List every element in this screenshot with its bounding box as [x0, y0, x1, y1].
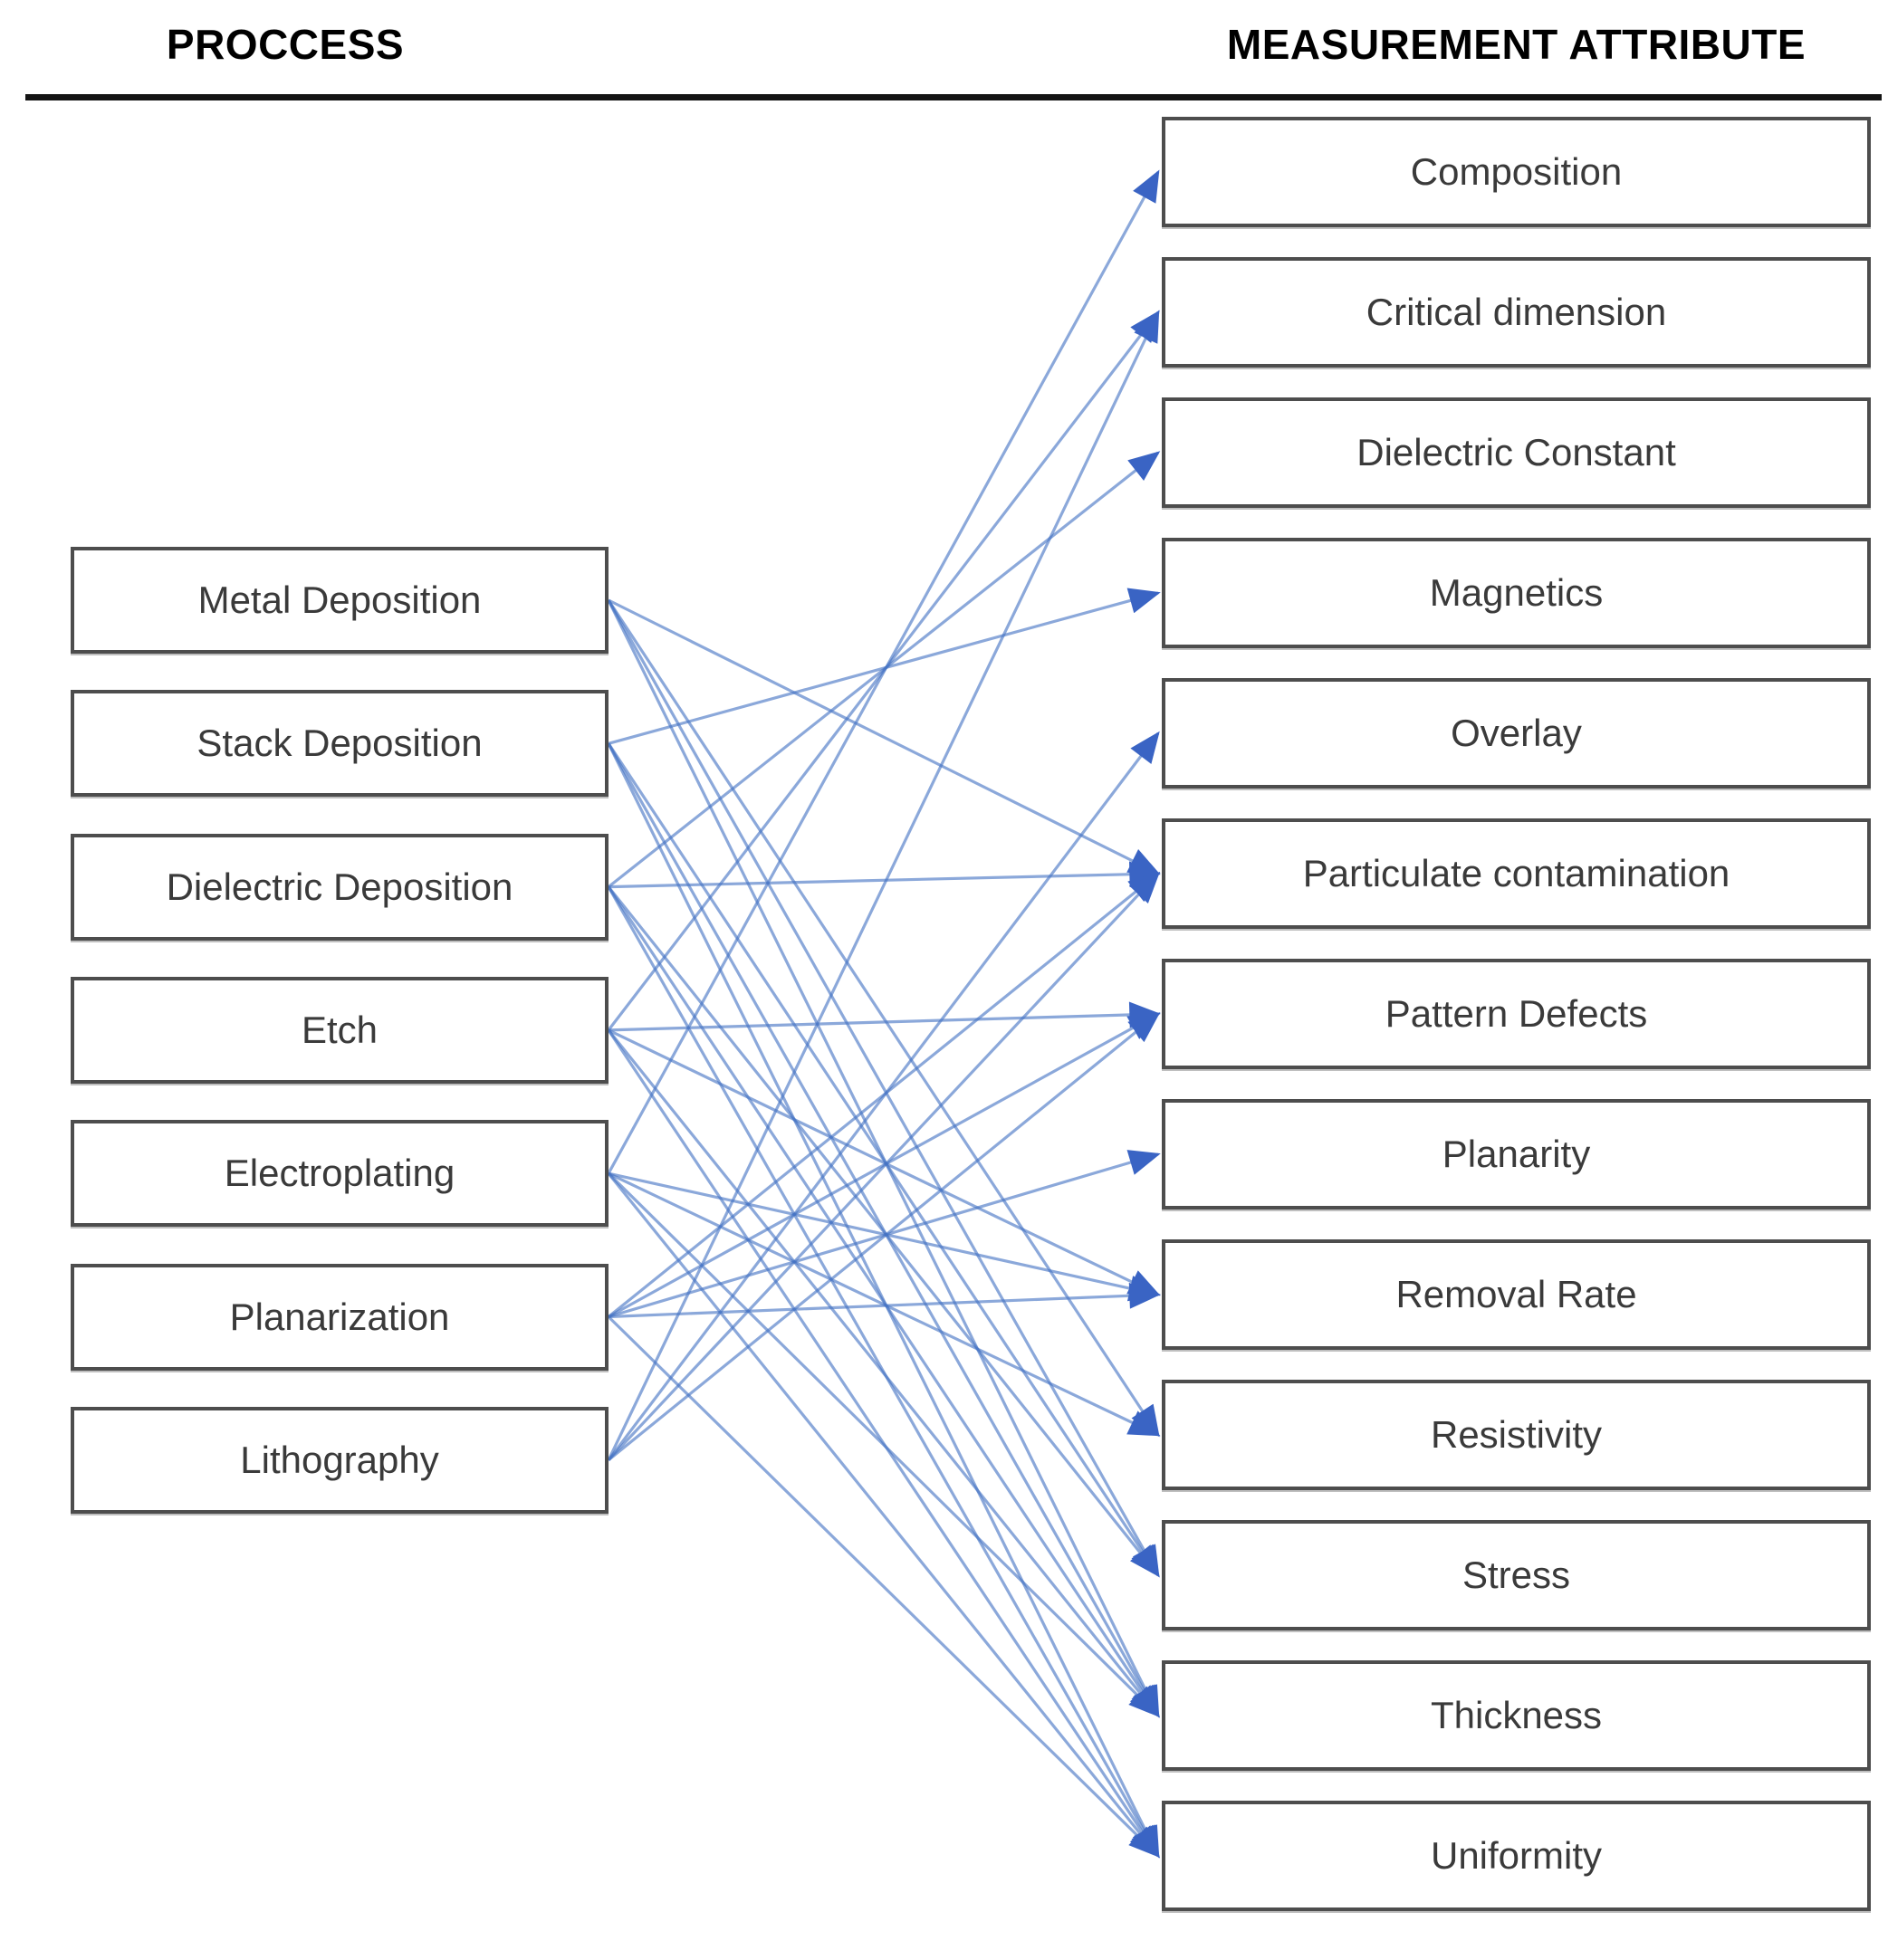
attribute-box-label: Pattern Defects [1385, 992, 1648, 1035]
connection-arrow [608, 1001, 1161, 1032]
process-box-label: Dielectric Deposition [166, 865, 513, 908]
connection-arrow [607, 1315, 1161, 1859]
attribute-box: Dielectric Constant [1162, 397, 1871, 508]
connection-arrow [608, 1028, 1161, 1296]
attribute-box-label: Stress [1462, 1554, 1571, 1596]
attribute-box: Planarity [1162, 1099, 1871, 1209]
attribute-box: Overlay [1162, 678, 1871, 789]
connection-arrow [608, 598, 1161, 875]
connection-arrow [607, 872, 1161, 1318]
attribute-box-label: Removal Rate [1395, 1273, 1637, 1315]
connection-arrow [608, 861, 1161, 889]
attribute-box-label: Resistivity [1430, 1413, 1603, 1456]
attribute-box-label: Particulate contamination [1302, 852, 1730, 894]
connection-arrow [607, 1029, 1160, 1859]
connection-arrow [607, 599, 1160, 1578]
attribute-box: Pattern Defects [1162, 959, 1871, 1069]
attribute-box: Composition [1162, 117, 1871, 227]
attribute-box-label: Magnetics [1429, 571, 1604, 614]
connection-arrow [607, 1028, 1160, 1718]
connection-arrow [607, 731, 1160, 1461]
process-box: Stack Deposition [71, 690, 609, 798]
connection-arrow [607, 742, 1160, 1578]
attribute-box-label: Dielectric Constant [1356, 431, 1676, 473]
connection-arrow [607, 1172, 1160, 1859]
attribute-box: Uniformity [1162, 1801, 1871, 1911]
attribute-box: Resistivity [1162, 1380, 1871, 1490]
connection-arrow [608, 1282, 1161, 1319]
connection-arrow [608, 1150, 1161, 1319]
attribute-box: Magnetics [1162, 538, 1871, 648]
process-box-label: Lithography [240, 1438, 439, 1481]
process-box-label: Metal Deposition [197, 578, 482, 621]
connection-arrow [607, 310, 1160, 1031]
connection-arrow [607, 742, 1160, 1718]
attribute-box: Removal Rate [1162, 1239, 1871, 1350]
header-underline [25, 94, 1882, 100]
attribute-box-label: Planarity [1442, 1133, 1591, 1175]
connection-arrow [607, 169, 1160, 1174]
connection-arrow [607, 1172, 1161, 1718]
connection-arrow [607, 871, 1160, 1461]
connection-arrow [607, 885, 1160, 1859]
attribute-box-label: Overlay [1451, 712, 1582, 754]
attribute-box: Thickness [1162, 1660, 1871, 1771]
connection-arrow [607, 599, 1160, 1438]
process-box: Etch [71, 976, 609, 1084]
connection-arrow [608, 1171, 1161, 1437]
attribute-box: Particulate contamination [1162, 818, 1871, 929]
process-box: Electroplating [71, 1120, 609, 1228]
attribute-box-label: Uniformity [1430, 1834, 1603, 1877]
left-column-header: PROCCESS [166, 21, 405, 68]
process-box-label: Planarization [229, 1295, 450, 1338]
connection-arrow [608, 451, 1161, 888]
process-box: Metal Deposition [71, 547, 609, 654]
right-column-header: MEASUREMENT ATTRIBUTE [1226, 21, 1807, 68]
connection-arrow [607, 885, 1160, 1578]
process-box: Planarization [71, 1263, 609, 1371]
process-box-label: Stack Deposition [196, 722, 483, 765]
attribute-box-label: Composition [1410, 150, 1623, 193]
connection-arrow [607, 885, 1160, 1718]
process-box: Dielectric Deposition [71, 833, 609, 941]
attribute-box-label: Thickness [1430, 1694, 1603, 1736]
connection-arrow [608, 1171, 1161, 1302]
attribute-box: Stress [1162, 1520, 1871, 1630]
connection-arrow [607, 1012, 1161, 1462]
process-box: Lithography [71, 1406, 609, 1514]
connection-arrow [607, 599, 1160, 1718]
attribute-box-label: Critical dimension [1366, 291, 1667, 333]
connection-arrow [608, 1012, 1161, 1318]
connection-arrow [608, 588, 1161, 745]
connection-arrow [607, 742, 1160, 1859]
connection-arrow [607, 310, 1160, 1461]
process-box-label: Etch [301, 1008, 379, 1051]
process-box-label: Electroplating [224, 1152, 455, 1195]
attribute-box: Critical dimension [1162, 257, 1871, 368]
